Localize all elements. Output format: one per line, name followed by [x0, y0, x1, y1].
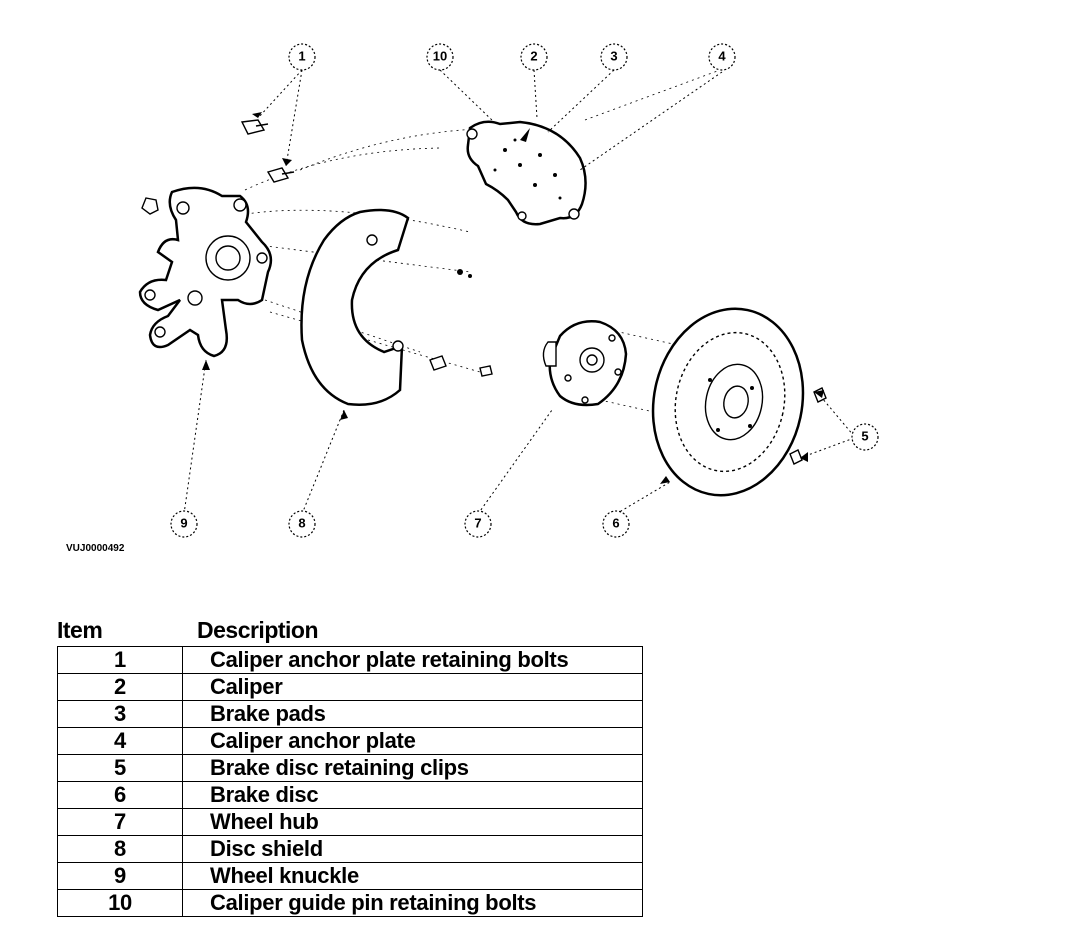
callout-9-label: 9: [180, 515, 187, 530]
callout-3-label: 3: [610, 48, 617, 63]
callout-8: 8: [288, 510, 316, 538]
table-row: 3 Brake pads: [57, 700, 643, 728]
table-row: 10 Caliper guide pin retaining bolts: [57, 889, 643, 917]
leader-arrowheads: [202, 112, 824, 484]
legend-header: Item Description: [57, 614, 645, 646]
callout-5: 5: [851, 423, 879, 451]
wheel-hub-part: [542, 320, 628, 407]
anchor-plate-bolts: [240, 119, 295, 183]
item-description: Caliper anchor plate: [182, 727, 643, 755]
callout-8-label: 8: [298, 515, 305, 530]
exploded-brake-diagram: 1 10 2 3 4 5 6 7 8 9 VUJ0000492: [66, 43, 879, 554]
item-description: Caliper: [182, 673, 643, 701]
caliper-part: [466, 120, 587, 226]
item-number: 7: [57, 808, 183, 836]
item-number: 2: [57, 673, 183, 701]
callout-5-label: 5: [861, 428, 868, 443]
item-number: 9: [57, 862, 183, 890]
callout-10: 10: [426, 43, 454, 71]
callout-2: 2: [520, 43, 548, 71]
figure-reference-code: VUJ0000492: [66, 543, 125, 554]
table-row: 4 Caliper anchor plate: [57, 727, 643, 755]
item-number: 6: [57, 781, 183, 809]
callout-3: 3: [600, 43, 628, 71]
callout-4-label: 4: [718, 48, 726, 63]
parts-legend: Item Description 1 Caliper anchor plate …: [57, 614, 645, 917]
callout-9: 9: [170, 510, 198, 538]
table-row: 2 Caliper: [57, 673, 643, 701]
item-number: 4: [57, 727, 183, 755]
callout-7-label: 7: [474, 515, 481, 530]
item-description: Caliper guide pin retaining bolts: [182, 889, 643, 917]
legend-header-item: Item: [57, 617, 103, 643]
item-description: Wheel hub: [182, 808, 643, 836]
disc-shield-part: [300, 208, 493, 406]
item-description: Wheel knuckle: [182, 862, 643, 890]
item-description: Disc shield: [182, 835, 643, 863]
callout-7: 7: [464, 510, 492, 538]
item-number: 8: [57, 835, 183, 863]
item-number: 1: [57, 646, 183, 674]
item-description: Brake disc: [182, 781, 643, 809]
brake-disc-part: [651, 307, 805, 497]
item-number: 3: [57, 700, 183, 728]
table-row: 7 Wheel hub: [57, 808, 643, 836]
callout-1: 1: [288, 43, 316, 71]
item-description: Brake pads: [182, 700, 643, 728]
table-row: 6 Brake disc: [57, 781, 643, 809]
callout-10-label: 10: [433, 48, 447, 63]
item-description: Caliper anchor plate retaining bolts: [182, 646, 643, 674]
callout-leaders: [183, 69, 855, 515]
legend-header-description: Description: [197, 617, 319, 643]
table-row: 8 Disc shield: [57, 835, 643, 863]
callout-2-label: 2: [530, 48, 537, 63]
item-description: Brake disc retaining clips: [182, 754, 643, 782]
table-row: 1 Caliper anchor plate retaining bolts: [57, 646, 643, 674]
table-row: 5 Brake disc retaining clips: [57, 754, 643, 782]
parts-table: 1 Caliper anchor plate retaining bolts 2…: [57, 646, 643, 917]
callout-1-label: 1: [298, 48, 305, 63]
table-row: 9 Wheel knuckle: [57, 862, 643, 890]
callout-4: 4: [708, 43, 736, 71]
item-number: 10: [57, 889, 183, 917]
wheel-knuckle-part: [138, 186, 273, 358]
callout-6: 6: [602, 510, 630, 538]
callout-6-label: 6: [612, 515, 619, 530]
item-number: 5: [57, 754, 183, 782]
